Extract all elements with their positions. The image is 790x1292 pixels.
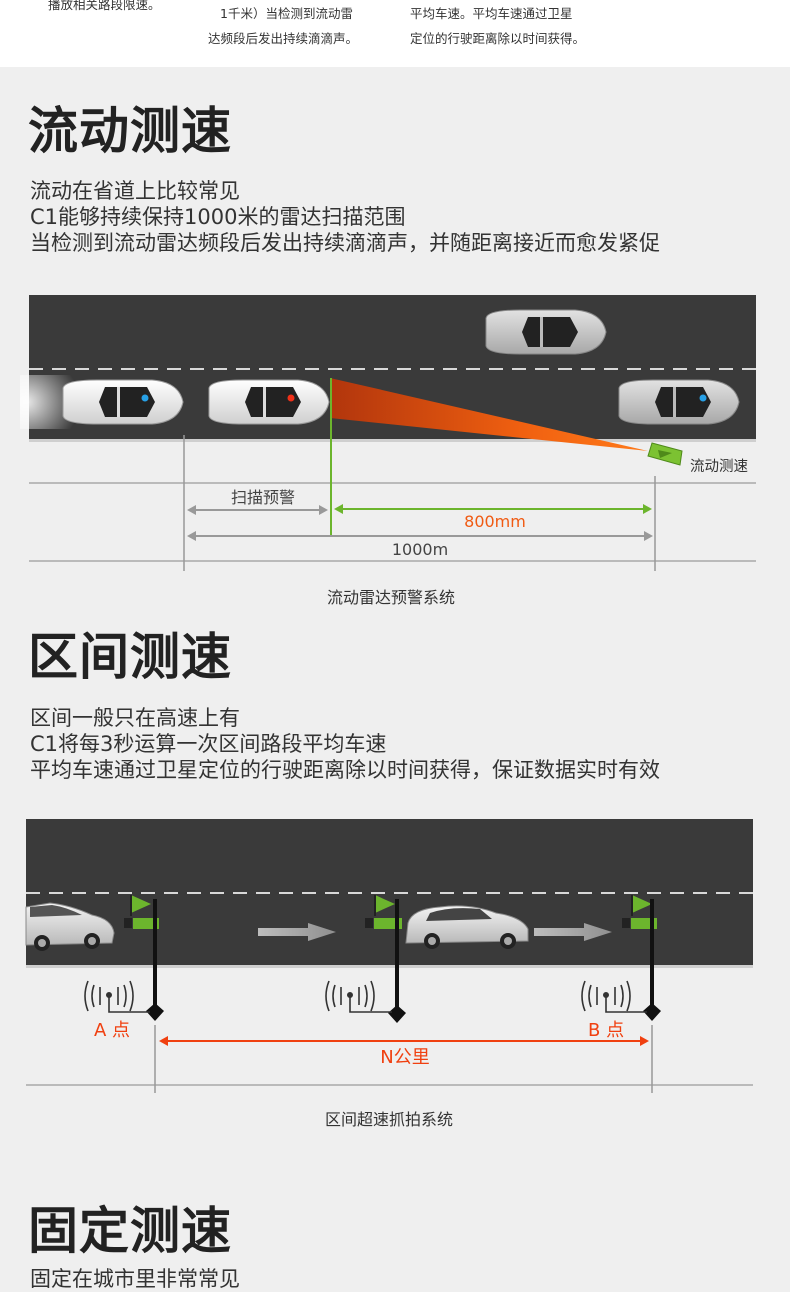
mobile-description: 流动在省道上比较常见 C1能够持续保持1000米的雷达扫描范围 当检测到流动雷达… bbox=[30, 178, 660, 256]
section-speed-title: 区间测速 bbox=[28, 628, 232, 686]
top-snippet-3a: 平均车速。平均车速通过卫星 bbox=[410, 6, 573, 21]
green-arrow-head-right bbox=[643, 504, 652, 514]
scan-arrow-head-right bbox=[319, 505, 328, 515]
section-desc-line-2: C1将每3秒运算一次区间路段平均车速 bbox=[30, 732, 387, 756]
fixed-section-title: 固定测速 bbox=[28, 1202, 232, 1260]
road-edge bbox=[29, 439, 756, 442]
direction-arrow-1 bbox=[258, 923, 336, 941]
distance-800-label: 800mm bbox=[464, 512, 526, 531]
sensor-icon-b bbox=[581, 980, 647, 1013]
mobile-section-title: 流动测速 bbox=[28, 102, 232, 160]
point-a-label: A 点 bbox=[94, 1020, 130, 1041]
mobile-desc-line-1: 流动在省道上比较常见 bbox=[30, 179, 240, 203]
car-4 bbox=[618, 379, 740, 425]
scan-arrow-head-left bbox=[187, 505, 196, 515]
section-desc-line-1: 区间一般只在高速上有 bbox=[30, 706, 240, 730]
distance-arrow-head-left bbox=[159, 1036, 168, 1046]
top-snippet-row: 播放相关路段限速。 1千米）当检测到流动雷 达频段后发出持续滴滴声。 平均车速。… bbox=[0, 0, 790, 67]
top-snippet-3b: 定位的行驶距离除以时间获得。 bbox=[410, 31, 586, 46]
section-speed-diagram: A 点 B 点 N公里 bbox=[25, 819, 753, 1093]
camera-pole-a bbox=[124, 895, 164, 1021]
car-left bbox=[25, 902, 115, 951]
fixed-desc-line-1: 固定在城市里非常常见 bbox=[30, 1267, 240, 1291]
top-snippet-1: 播放相关路段限速。 bbox=[48, 0, 161, 12]
mobile-desc-line-2: C1能够持续保持1000米的雷达扫描范围 bbox=[30, 205, 406, 229]
distance-arrow-head-right bbox=[640, 1036, 649, 1046]
camera-pole-b bbox=[622, 895, 661, 1021]
green-arrow-head-left bbox=[334, 504, 343, 514]
mobile-desc-line-3: 当检测到流动雷达频段后发出持续滴滴声，并随距离接近而愈发紧促 bbox=[30, 231, 660, 255]
total-arrow-head-right bbox=[644, 531, 653, 541]
section-speed-description: 区间一般只在高速上有 C1将每3秒运算一次区间路段平均车速 平均车速通过卫星定位… bbox=[30, 705, 660, 783]
distance-label: N公里 bbox=[380, 1047, 429, 1068]
car-middle bbox=[405, 905, 529, 949]
mobile-camera-icon bbox=[647, 442, 683, 466]
scan-warning-label: 扫描预警 bbox=[231, 488, 295, 507]
mobile-camera-label: 流动测速 bbox=[690, 458, 748, 475]
section-desc-line-3: 平均车速通过卫星定位的行驶距离除以时间获得，保证数据实时有效 bbox=[30, 758, 660, 782]
direction-arrow-2 bbox=[534, 923, 612, 941]
car-2 bbox=[208, 379, 330, 425]
total-arrow-head-left bbox=[187, 531, 196, 541]
point-b-label: B 点 bbox=[588, 1020, 624, 1041]
mobile-caption: 流动雷达预警系统 bbox=[327, 588, 456, 607]
sensor-icon-a bbox=[84, 980, 150, 1013]
distance-1000-label: 1000m bbox=[392, 540, 448, 559]
top-snippet-2b: 达频段后发出持续滴滴声。 bbox=[208, 31, 359, 46]
radar-beam bbox=[330, 378, 648, 451]
camera-pole-mid bbox=[365, 895, 406, 1023]
car-3 bbox=[485, 309, 607, 355]
fixed-description: 固定在城市里非常常见 bbox=[30, 1266, 240, 1292]
road-edge-2 bbox=[26, 965, 753, 968]
mobile-radar-diagram: 流动测速 扫描预警 800mm 1000m bbox=[20, 295, 756, 571]
sensor-icon-mid bbox=[325, 980, 392, 1013]
road-2 bbox=[26, 819, 753, 966]
car-1 bbox=[62, 379, 184, 425]
section-caption: 区间超速抓拍系统 bbox=[325, 1110, 454, 1129]
top-snippet-2a: 1千米）当检测到流动雷 bbox=[220, 6, 353, 21]
